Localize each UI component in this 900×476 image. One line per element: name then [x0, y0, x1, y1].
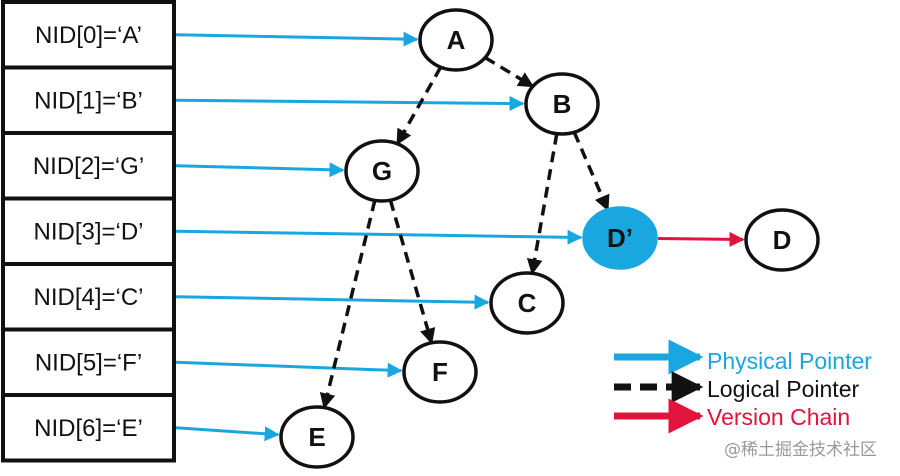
version-chain-Dp-D — [657, 231, 745, 247]
node-label-B: B — [553, 89, 572, 119]
node-A — [418, 8, 494, 72]
nid-row-6 — [1, 393, 176, 463]
node-D — [744, 208, 820, 272]
node-E — [279, 405, 355, 469]
nid-row-label-4: NID[4]=‘C’ — [33, 284, 143, 311]
node-F — [402, 340, 478, 404]
physical-pointer-Dp — [175, 229, 583, 245]
legend-logical-label: Logical Pointer — [707, 376, 859, 402]
node-Dp — [582, 206, 658, 270]
legend-version-label: Version Chain — [707, 404, 850, 430]
node-label-D: D — [773, 225, 792, 255]
nid-row-label-2: NID[2]=‘G’ — [33, 153, 144, 180]
node-label-F: F — [432, 357, 448, 387]
node-label-A: A — [447, 25, 466, 55]
nid-row-label-0: NID[0]=‘A’ — [35, 22, 142, 49]
watermark: @稀土掘金技术社区 — [724, 440, 877, 460]
node-label-E: E — [308, 422, 325, 452]
nid-row-label-5: NID[5]=‘F’ — [35, 349, 142, 376]
logical-pointer-G-F — [388, 199, 436, 345]
logical-pointer-B-C — [526, 133, 559, 275]
logical-pointer-G-E — [319, 199, 377, 410]
node-label-G: G — [372, 156, 392, 186]
logical-pointer-B-Dp — [572, 131, 610, 212]
nid-mapping-table: NID[0]=‘A’ NID[1]=‘B’ NID[2]=‘G’ NID[3]=‘D’… — [1, 0, 176, 463]
nid-row-label-3: NID[3]=‘D’ — [33, 218, 143, 245]
logical-pointer-A-G — [395, 66, 443, 146]
node-B — [524, 72, 600, 136]
physical-pointer-G — [175, 162, 345, 178]
physical-pointer-A — [175, 31, 419, 47]
nid-row-5 — [1, 327, 176, 397]
node-label-C: C — [518, 288, 537, 318]
tree-nodes: A B G D’ D C F E — [279, 8, 820, 469]
physical-pointer-B — [175, 96, 525, 112]
legend-physical-label: Physical Pointer — [707, 348, 872, 374]
node-label-Dp: D’ — [607, 223, 633, 253]
node-G — [344, 139, 420, 203]
pointer-edges — [175, 31, 745, 442]
nid-row-label-1: NID[1]=‘B’ — [34, 87, 143, 114]
physical-pointer-E — [175, 426, 280, 442]
nid-row-label-6: NID[6]=‘E’ — [34, 415, 143, 442]
node-C — [489, 271, 565, 335]
nid-row-3 — [1, 196, 176, 266]
logical-pointer-A-B — [484, 56, 535, 88]
physical-pointer-C — [175, 294, 490, 310]
legend: Physical Pointer Logical Pointer Version… — [614, 339, 872, 434]
physical-pointer-F — [175, 360, 403, 378]
